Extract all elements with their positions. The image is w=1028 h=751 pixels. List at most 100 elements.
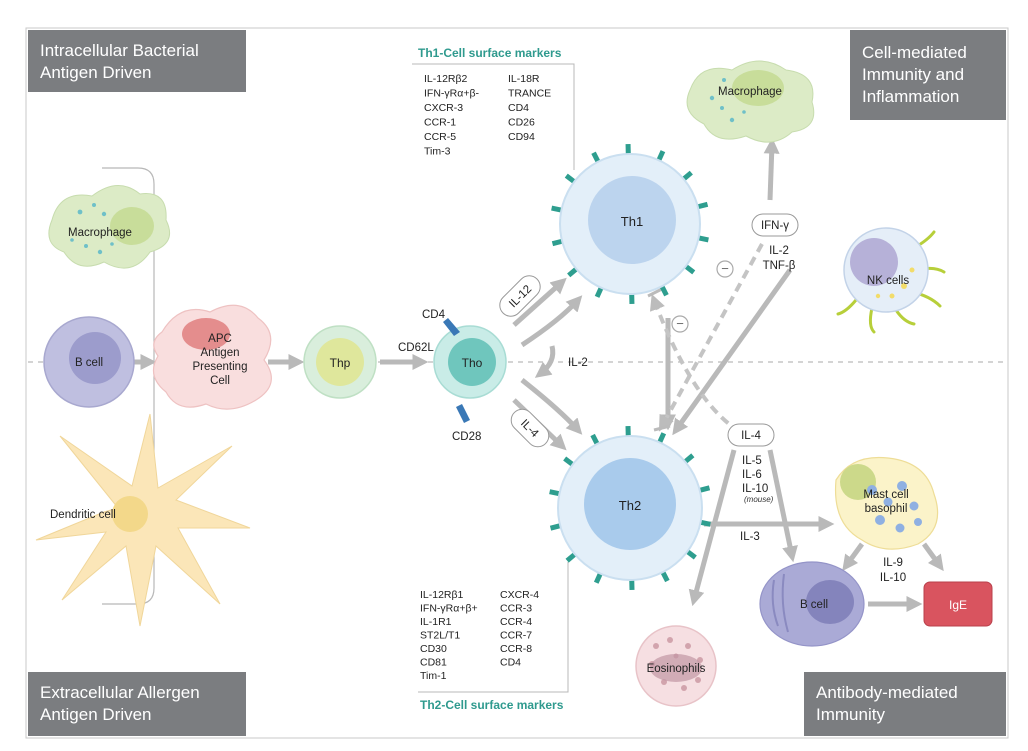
ige-label: IgE (949, 598, 967, 612)
th1-marker-item: CCR-5 (424, 131, 456, 143)
corner-bottom-right-line1: Antibody-mediated (816, 683, 958, 702)
th2-marker-item: CCR-4 (500, 616, 532, 628)
cd4-label: CD4 (422, 309, 446, 321)
tnf-b-label: TNF-β (763, 260, 796, 272)
th2-marker-title: Th2-Cell surface markers (420, 698, 564, 712)
dendritic-cell: Dendritic cell (35, 413, 251, 627)
th1-marker-item: IL-12Rβ2 (424, 73, 468, 85)
il2-label: IL-2 (568, 357, 588, 369)
th1-marker-item: Tim-3 (424, 146, 451, 158)
corner-top-right-line2: Immunity and (862, 65, 964, 84)
corner-bottom-left: Extracellular Allergen Antigen Driven (28, 672, 246, 736)
ifn-g-pill: IFN-γ (751, 213, 799, 237)
corner-top-left: Intracellular Bacterial Antigen Driven (28, 30, 246, 92)
apc-cell: APC Antigen Presenting Cell (152, 304, 272, 410)
th1-label: Th1 (621, 214, 643, 229)
thp-cell: Thp (303, 325, 377, 399)
th2-marker-item: CD30 (420, 643, 447, 655)
il10-label: IL-10 (742, 483, 768, 495)
arrow-th0-th1-straight (512, 277, 567, 327)
cd4-receptor (443, 318, 460, 336)
il2-th1-label: IL-2 (769, 245, 789, 257)
inhibit-bar-th2 (653, 424, 671, 432)
eosinophils-label: Eosinophils (647, 663, 706, 675)
il3-label: IL-3 (740, 531, 760, 543)
nk-label: NK cells (867, 275, 909, 287)
apc-line3: Presenting (193, 361, 248, 373)
apc-line4: Cell (210, 375, 230, 387)
arrow-th0-th2-curve (520, 378, 583, 435)
th2-marker-item: Tim-1 (420, 670, 447, 682)
corner-top-left-line2: Antigen Driven (40, 63, 152, 82)
arrows (128, 137, 944, 613)
il4-right-pill: IL-4 (727, 423, 775, 447)
apc-line2: Antigen (200, 347, 239, 359)
mast-line2: basophil (865, 503, 908, 515)
th2-marker-item: IFN-γRα+β+ (420, 603, 478, 615)
th2-marker-item: CXCR-4 (500, 589, 539, 601)
th1-marker-item: IFN-γRα+β- (424, 88, 479, 100)
corner-top-left-line1: Intracellular Bacterial (40, 41, 199, 60)
corner-bottom-left-line2: Antigen Driven (40, 705, 152, 724)
th2-marker-item: CD4 (500, 657, 521, 669)
minus-sign-2-text: − (676, 316, 684, 331)
macrophage-right-label: Macrophage (718, 86, 782, 98)
th2-marker-item: CD81 (420, 657, 447, 669)
th2-marker-item: ST2L/T1 (420, 630, 460, 642)
il10-b-label: IL-10 (880, 572, 906, 584)
th1-marker-item: CCR-1 (424, 117, 456, 129)
arrow-il2-back (534, 345, 556, 378)
apc-line1: APC (208, 333, 232, 345)
corner-top-right-line3: Inflammation (862, 87, 959, 106)
corner-bottom-left-line1: Extracellular Allergen (40, 683, 200, 702)
th1-marker-box: Th1-Cell surface markers IL-12Rβ2IFN-γRα… (412, 46, 575, 170)
th1-marker-item: CD94 (508, 131, 535, 143)
inhibit-ifn-th2 (658, 243, 764, 432)
th1-marker-item: TRANCE (508, 88, 551, 100)
il5-label: IL-5 (742, 455, 762, 467)
th2-marker-item: CCR-8 (500, 643, 532, 655)
mast-line1: Mast cell (863, 489, 908, 501)
th1-marker-title: Th1-Cell surface markers (418, 46, 562, 60)
corner-bottom-right-line2: Immunity (816, 705, 885, 724)
inhibit-il4-th1 (649, 294, 755, 440)
th1-cell: Th1 (551, 143, 709, 305)
il4-right-label: IL-4 (741, 430, 761, 442)
cd28-label: CD28 (452, 431, 481, 443)
th1-marker-item: CD4 (508, 102, 529, 114)
th1-marker-item: CXCR-3 (424, 102, 463, 114)
th2-marker-box: Th2-Cell surface markers IL-12Rβ1IFN-γRα… (418, 562, 569, 712)
il6-label: IL-6 (742, 469, 762, 481)
b-cell-right: B cell (759, 561, 865, 647)
minus-sign-2: − (671, 315, 689, 333)
macrophage-right: Macrophage (686, 60, 815, 143)
minus-sign-1-text: − (721, 261, 729, 276)
th2-label: Th2 (619, 498, 641, 513)
b-cell-right-label: B cell (800, 599, 828, 611)
arrow-th1-macrophage (763, 137, 780, 201)
corner-top-right: Cell-mediated Immunity and Inflammation (850, 30, 1006, 120)
cd62l-label: CD62L (398, 342, 434, 354)
arrow-th0-th1-curve (520, 295, 583, 348)
th2-marker-item: CCR-7 (500, 630, 532, 642)
macrophage-left-label: Macrophage (68, 227, 132, 239)
macrophage-left: Macrophage (48, 185, 170, 269)
cd28-receptor (456, 404, 470, 423)
mast-cell: Mast cell basophil (834, 456, 939, 550)
eosinophils-cell: Eosinophils (635, 625, 717, 707)
corner-bottom-right: Antibody-mediated Immunity (804, 672, 1006, 736)
il9-label: IL-9 (883, 557, 903, 569)
th2-marker-item: CCR-3 (500, 603, 532, 615)
th0-label: Tho (462, 356, 483, 370)
dendritic-cell-label: Dendritic cell (50, 509, 116, 521)
nk-cell: NK cells (836, 227, 946, 334)
arrow-th2-eosinophils (688, 449, 737, 607)
ige-box: IgE (923, 581, 993, 627)
th0-cell: Tho (433, 318, 507, 423)
b-cell-left: B cell (43, 316, 135, 408)
th1-marker-item: IL-18R (508, 73, 540, 85)
th1-marker-item: CD26 (508, 117, 535, 129)
mouse-note: (mouse) (744, 495, 774, 504)
thp-label: Thp (330, 356, 351, 370)
